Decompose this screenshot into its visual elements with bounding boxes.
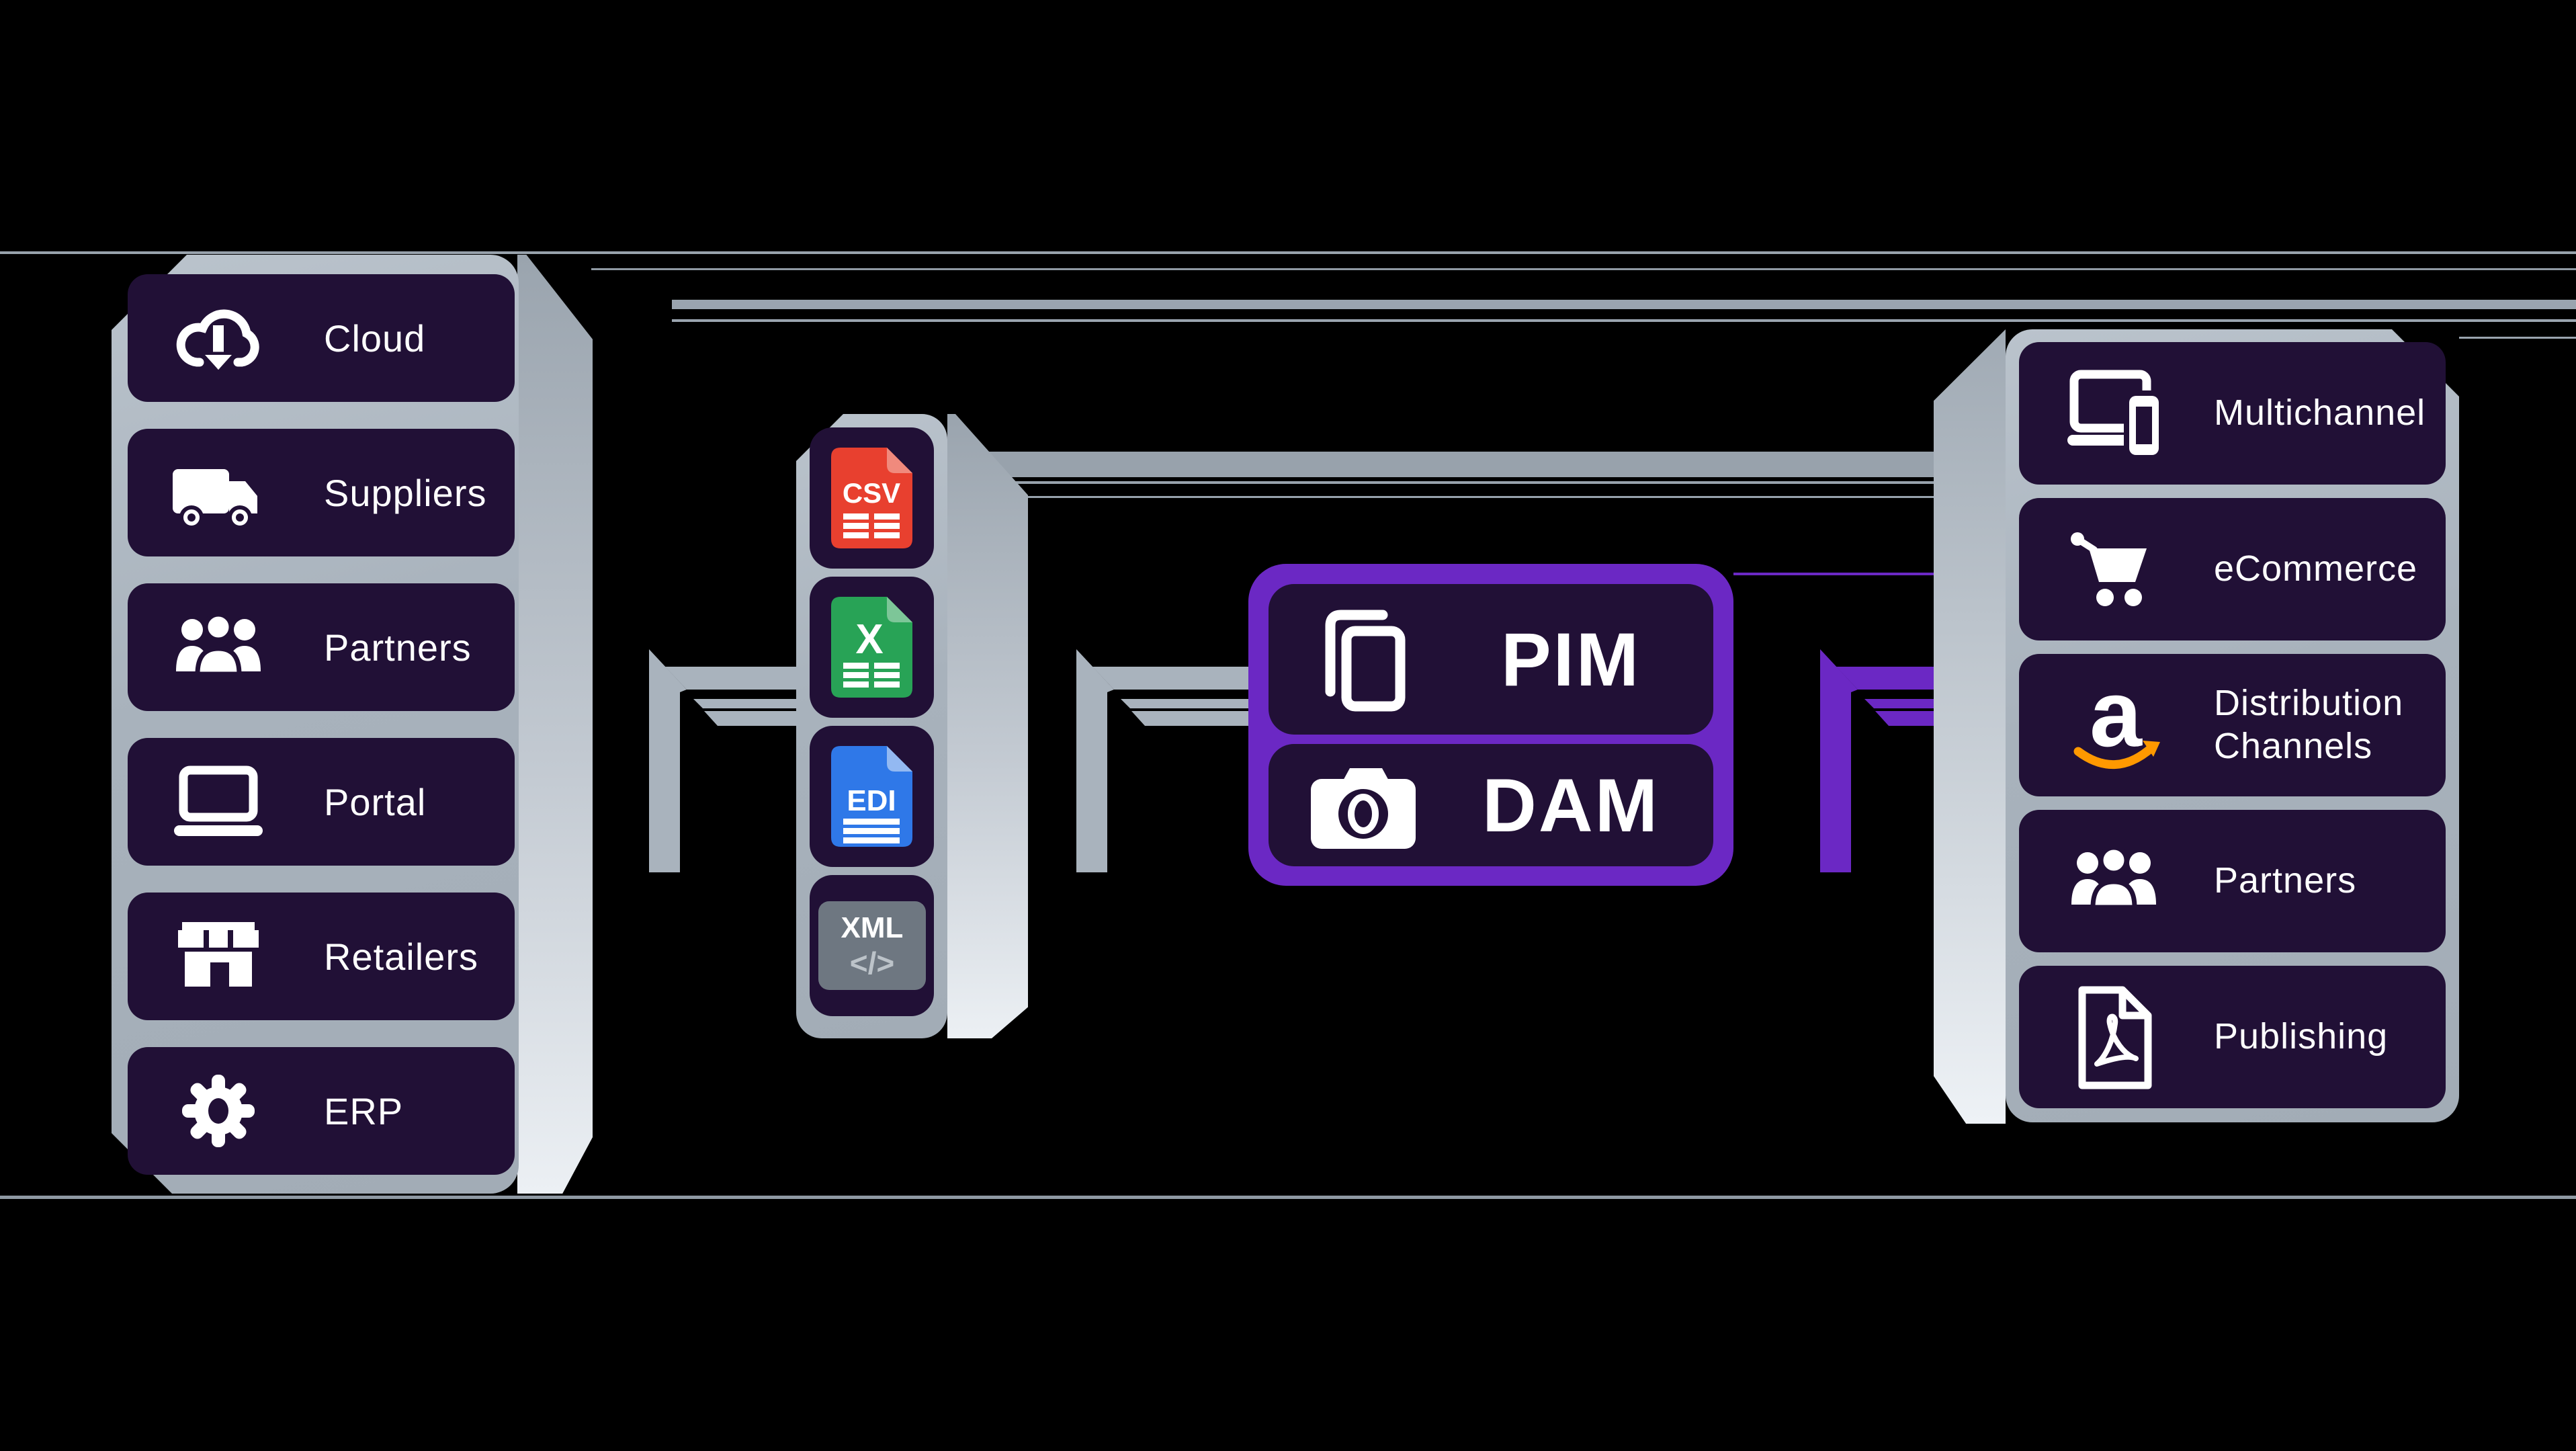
channel-row-distribution: a Distribution Channels — [2019, 654, 2446, 796]
platform-row-dam: DAM — [1269, 744, 1713, 866]
source-row-partners: Partners — [128, 583, 515, 711]
channel-row-partners: Partners — [2019, 810, 2446, 952]
channel-label: Multichannel — [2214, 392, 2426, 433]
format-row-csv: CSV — [810, 427, 934, 569]
source-row-retailers: Retailers — [128, 893, 515, 1020]
amazon-icon: a — [2073, 671, 2160, 769]
csv-file-icon: CSV — [831, 448, 912, 548]
format-label: CSV — [843, 477, 900, 509]
sources-panel-side — [517, 255, 593, 1194]
source-label: Partners — [324, 626, 472, 669]
horizon-line-bottom — [0, 1196, 2576, 1199]
channel-label: Publishing — [2214, 1016, 2389, 1057]
sources-panel — [112, 255, 519, 1194]
platform-row-pim: PIM — [1269, 584, 1713, 735]
source-label: Suppliers — [324, 471, 487, 514]
format-row-xml: XML </> — [810, 875, 934, 1016]
channel-label: eCommerce — [2214, 548, 2418, 589]
platform-label: DAM — [1482, 763, 1660, 847]
channel-row-publishing: Publishing — [2019, 966, 2446, 1108]
source-label: ERP — [324, 1089, 404, 1132]
source-label: Cloud — [324, 317, 426, 360]
truck-icon — [173, 469, 257, 530]
format-row-excel: X — [810, 577, 934, 718]
cart-icon — [2071, 532, 2147, 606]
source-row-portal: Portal — [128, 738, 515, 866]
cloud-download-icon — [176, 309, 259, 375]
people-icon — [176, 614, 261, 677]
extrusion-band-2 — [988, 452, 1934, 477]
flow-arrow-platform-to-channels — [1820, 649, 1934, 872]
channel-row-multichannel: Multichannel — [2019, 342, 2446, 485]
source-row-erp: ERP — [128, 1047, 515, 1175]
edi-file-icon: EDI — [831, 746, 912, 847]
source-row-cloud: Cloud — [128, 274, 515, 402]
channels-panel-side — [1934, 329, 2006, 1124]
gear-icon — [182, 1075, 255, 1147]
extrusion-band-1 — [672, 300, 2576, 309]
extrusion-line-2 — [672, 319, 2576, 322]
storefront-icon — [178, 922, 259, 987]
format-row-edi: EDI — [810, 726, 934, 867]
format-label: X — [855, 616, 883, 663]
laptop-icon — [174, 765, 263, 836]
platform-label: PIM — [1500, 617, 1641, 702]
people-icon — [2071, 847, 2156, 910]
source-label: Portal — [324, 780, 427, 823]
format-label: XML — [841, 911, 904, 944]
source-row-suppliers: Suppliers — [128, 429, 515, 556]
purple-extrusion-line — [1733, 573, 1934, 575]
extrusion-line-3 — [2459, 337, 2576, 339]
camera-icon — [1311, 768, 1416, 849]
extrusion-line-1 — [591, 268, 2576, 270]
channel-label: Partners — [2214, 860, 2357, 901]
extrusion-line-5 — [1015, 496, 1934, 498]
amazon-letter: a — [2090, 671, 2143, 766]
excel-file-icon: X — [831, 597, 912, 698]
xml-file-icon: XML </> — [818, 901, 926, 990]
flow-arrow-formats-to-platform — [1076, 649, 1248, 872]
source-label: Retailers — [324, 935, 478, 978]
horizon-line-top — [0, 251, 2576, 254]
channel-label: Distribution Channels — [2214, 683, 2404, 766]
extrusion-line-4 — [1001, 481, 1934, 484]
format-label: EDI — [847, 784, 896, 817]
format-code: </> — [850, 946, 895, 981]
flow-arrow-sources-to-formats — [649, 649, 800, 872]
copy-icon — [1325, 610, 1406, 712]
devices-icon — [2067, 370, 2163, 458]
channel-row-ecommerce: eCommerce — [2019, 498, 2446, 640]
formats-panel-side — [947, 414, 1028, 1038]
pdf-file-icon — [2078, 986, 2152, 1089]
